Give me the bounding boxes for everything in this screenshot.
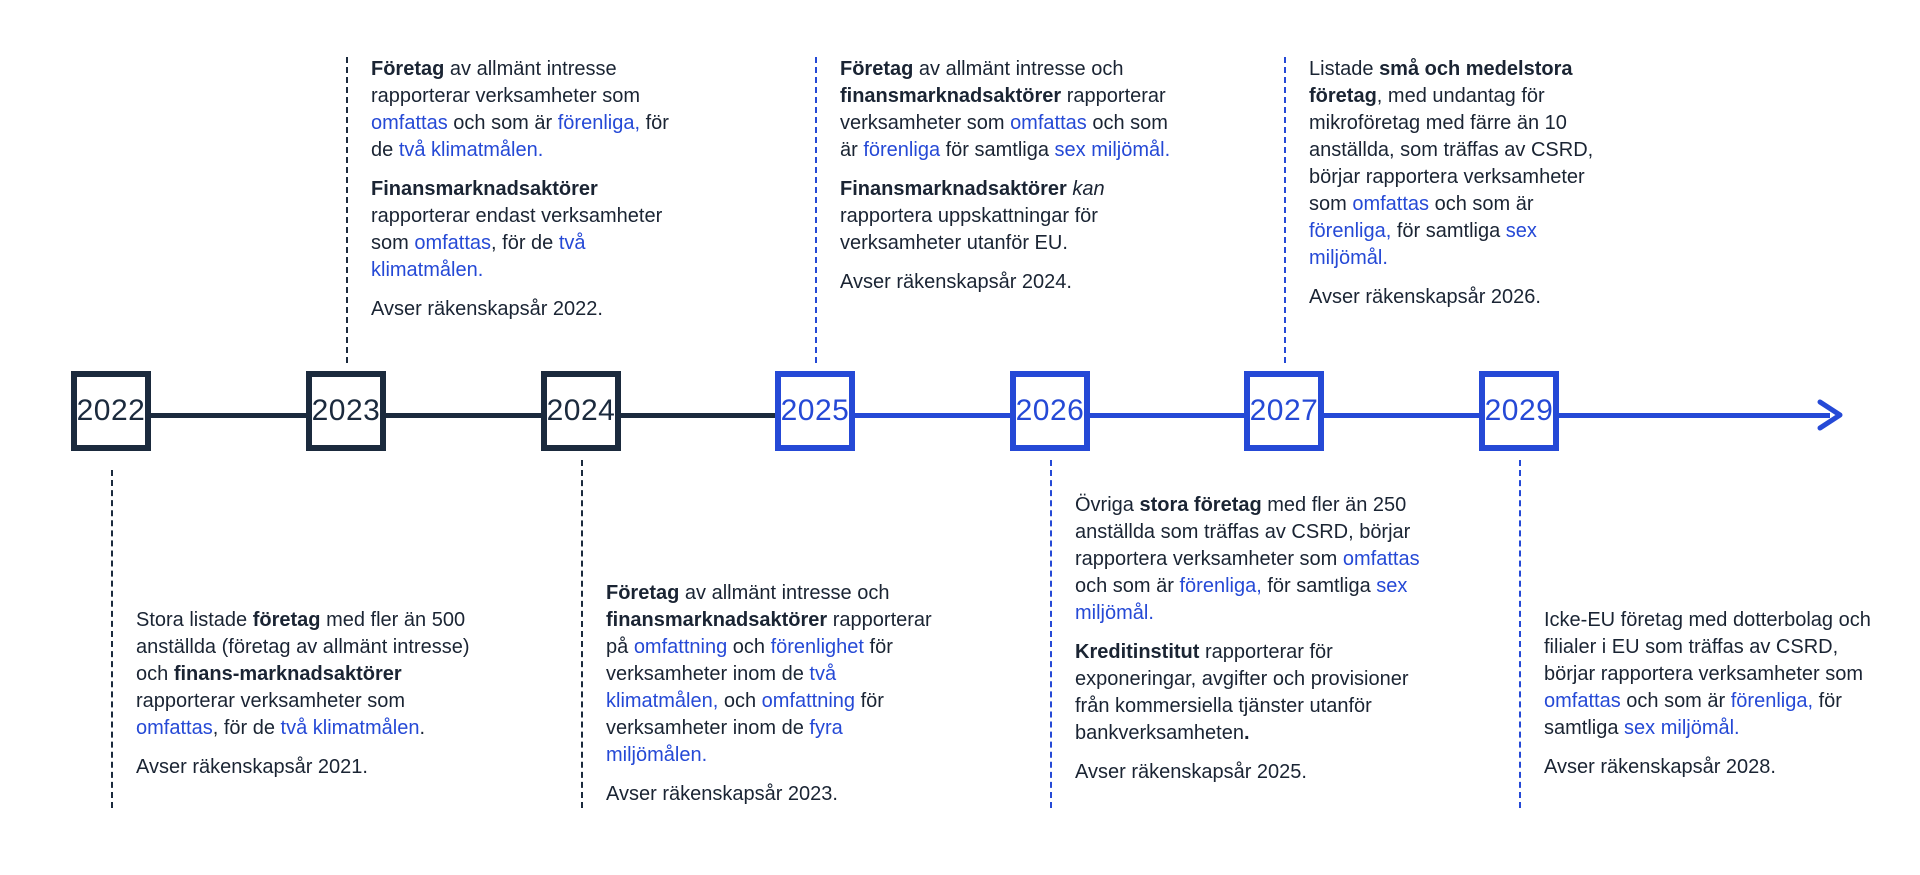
timeline-line-past bbox=[150, 413, 780, 418]
connector-2027 bbox=[1284, 57, 1286, 363]
connector-2022 bbox=[111, 470, 113, 808]
note-2026: Övriga stora företag med fler än 250 ans… bbox=[1075, 492, 1425, 786]
note-2022-fiscal-year: Avser räkenskapsår 2021. bbox=[136, 756, 368, 778]
note-2029-text: Icke-EU företag med dotterbolag och fili… bbox=[1544, 609, 1871, 739]
note-2029-fiscal-year: Avser räkenskapsår 2028. bbox=[1544, 756, 1776, 778]
note-2023: Företag av allmänt intresse rapporterar … bbox=[371, 56, 681, 323]
note-2027-text: Listade små och medelstora företag, med … bbox=[1309, 58, 1594, 269]
arrow-right-icon bbox=[1817, 399, 1843, 431]
year-box-2026: 2026 bbox=[1010, 371, 1090, 451]
note-2025-text-1: Företag av allmänt intresse och finansma… bbox=[840, 58, 1171, 161]
connector-2025 bbox=[815, 57, 817, 363]
note-2023-text-1: Företag av allmänt intresse rapporterar … bbox=[371, 58, 669, 161]
connector-2024 bbox=[581, 460, 583, 808]
connector-2026 bbox=[1050, 460, 1052, 808]
note-2022-text: Stora listade företag med fler än 500 an… bbox=[136, 609, 470, 739]
note-2026-text-1: Övriga stora företag med fler än 250 ans… bbox=[1075, 494, 1420, 624]
year-box-2023: 2023 bbox=[306, 371, 386, 451]
year-box-2024: 2024 bbox=[541, 371, 621, 451]
note-2024-text: Företag av allmänt intresse och finansma… bbox=[606, 582, 932, 766]
year-box-2029: 2029 bbox=[1479, 371, 1559, 451]
note-2024: Företag av allmänt intresse och finansma… bbox=[606, 580, 946, 808]
note-2022: Stora listade företag med fler än 500 an… bbox=[136, 607, 476, 781]
note-2023-fiscal-year: Avser räkenskapsår 2022. bbox=[371, 298, 603, 320]
year-box-2027: 2027 bbox=[1244, 371, 1324, 451]
note-2026-text-2: Kreditinstitut rapporterar för exponerin… bbox=[1075, 641, 1409, 744]
year-box-2022: 2022 bbox=[71, 371, 151, 451]
note-2027: Listade små och medelstora företag, med … bbox=[1309, 56, 1619, 311]
year-box-2025: 2025 bbox=[775, 371, 855, 451]
note-2027-fiscal-year: Avser räkenskapsår 2026. bbox=[1309, 286, 1541, 308]
note-2023-text-2: Finansmarknadsaktörer rapporterar endast… bbox=[371, 178, 663, 281]
note-2029: Icke-EU företag med dotterbolag och fili… bbox=[1544, 607, 1874, 781]
connector-2023 bbox=[346, 57, 348, 363]
note-2025-fiscal-year: Avser räkenskapsår 2024. bbox=[840, 271, 1072, 293]
note-2025-text-2: Finansmarknadsaktörer kan rapportera upp… bbox=[840, 178, 1105, 254]
note-2026-fiscal-year: Avser räkenskapsår 2025. bbox=[1075, 761, 1307, 783]
connector-2029 bbox=[1519, 460, 1521, 808]
note-2025: Företag av allmänt intresse och finansma… bbox=[840, 56, 1180, 296]
note-2024-fiscal-year: Avser räkenskapsår 2023. bbox=[606, 783, 838, 805]
